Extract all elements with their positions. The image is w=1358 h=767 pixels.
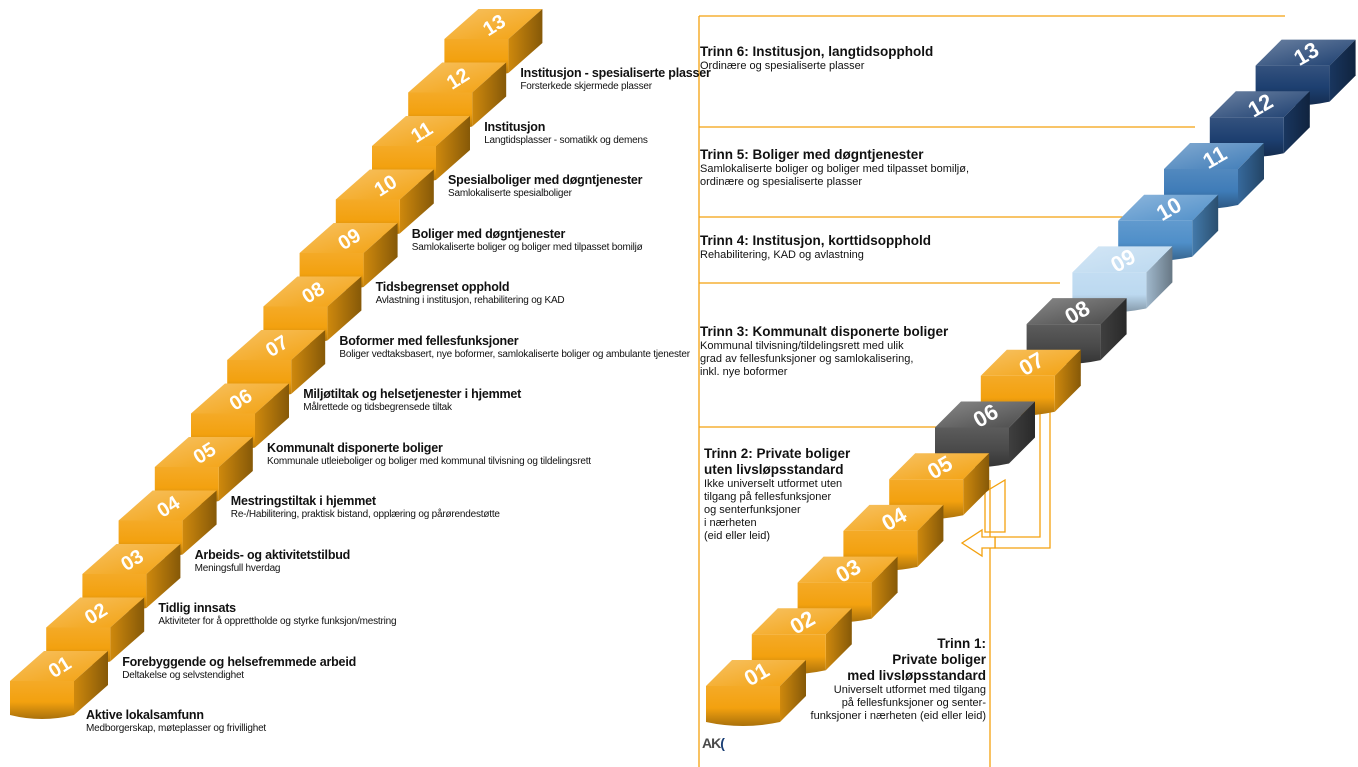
step-subtitle: Medborgerskap, møteplasser og frivilligh…: [86, 723, 267, 734]
trinn2-title-1: Trinn 2: Private boliger: [704, 446, 851, 461]
trinn3-box: Trinn 3: Kommunalt disponerte boliger Ko…: [700, 324, 1020, 379]
trinn5-desc-2: ordinære og spesialiserte plasser: [700, 176, 863, 188]
trinn1-desc-1: Universelt utformet med tilgang: [833, 684, 986, 696]
right-step-07: 07: [980, 347, 1081, 416]
trinn2-desc-3: og senterfunksjoner: [704, 504, 801, 516]
left-step-06: 06: [191, 383, 289, 452]
logo: AK(: [702, 735, 725, 751]
trinn3-desc-2: grad av fellesfunksjoner og samlokaliser…: [700, 353, 914, 365]
step-subtitle: Deltakelse og selvstendighet: [122, 669, 244, 681]
trinn2-desc-5: (eid eller leid): [704, 530, 771, 542]
trinn1-title-3: med livsløpsstandard: [847, 668, 986, 683]
step-title: Boliger med døgntjenester: [411, 226, 566, 241]
logo-text: AK: [702, 735, 721, 751]
logo-accent: (: [720, 735, 725, 751]
trinn-frame: [698, 15, 1285, 767]
step-title: Aktive lokalsamfunn: [86, 708, 204, 722]
step-title: Arbeids- og aktivitetstilbud: [194, 547, 351, 562]
step-title: Institusjon - spesialiserte plasser: [520, 66, 711, 80]
trinn5-box: Trinn 5: Boliger med døgntjenester Samlo…: [700, 147, 1020, 189]
trinn3-desc-1: Kommunal tilvisning/tildelingsrett med u…: [700, 340, 904, 352]
step-subtitle: Aktiviteter for å opprettholde og styrke…: [158, 616, 397, 627]
trinn2-desc-1: Ikke universelt utformet uten: [704, 478, 843, 490]
step-subtitle: Forsterkede skjermede plasser: [520, 81, 652, 92]
trinn1-box: Trinn 1: Private boliger med livsløpssta…: [811, 636, 986, 723]
step-title: Tidsbegrenset opphold: [375, 280, 510, 294]
step-title: Kommunalt disponerte boliger: [267, 440, 443, 455]
trinn2-desc-2: tilgang på fellesfunksjoner: [704, 491, 832, 503]
trinn3-title: Trinn 3: Kommunalt disponerte boliger: [700, 324, 949, 339]
step-title: Spesialboliger med døgntjenester: [448, 173, 643, 187]
trinn2-title-2: uten livsløpsstandard: [704, 462, 844, 477]
right-step-08: 08: [1026, 295, 1127, 365]
step-subtitle: Langtidsplasser - somatikk og demens: [484, 134, 648, 146]
step-subtitle: Avlastning i institusjon, rehabilitering…: [375, 295, 565, 306]
trinn5-desc-1: Samlokaliserte boliger og boliger med ti…: [700, 163, 970, 175]
trinn4-title: Trinn 4: Institusjon, korttidsopphold: [700, 233, 931, 248]
step-title: Boformer med fellesfunksjoner: [339, 333, 519, 348]
step-subtitle: Målrettede og tidsbegrensede tiltak: [303, 402, 452, 413]
trinn4-desc: Rehabilitering, KAD og avlastning: [700, 249, 864, 261]
trinn6-box: Trinn 6: Institusjon, langtidsopphold Or…: [700, 44, 1020, 73]
right-step-01: 01: [706, 657, 806, 726]
trinn5-title: Trinn 5: Boliger med døgntjenester: [700, 147, 924, 162]
step-title: Mestringstiltak i hjemmet: [230, 494, 376, 508]
trinn4-box: Trinn 4: Institusjon, korttidsopphold Re…: [700, 233, 1020, 262]
step-subtitle: Boliger vedtaksbasert, nye boformer, sam…: [339, 348, 690, 360]
step-subtitle: Meningsfull hverdag: [194, 562, 281, 574]
left-step-01: 01: [10, 651, 108, 719]
step-subtitle: Samlokaliserte spesialboliger: [448, 188, 572, 199]
right-step-03: 03: [797, 554, 898, 623]
trinn1-title-2: Private boliger: [892, 652, 986, 667]
step-subtitle: Kommunale utleieboliger og boliger med k…: [267, 455, 591, 467]
step-subtitle: Samlokaliserte boliger og boliger med ti…: [411, 241, 643, 253]
trinn1-desc-2: på fellesfunksjoner og senter-: [841, 697, 986, 709]
step-title: Miljøtiltak og helsetjenester i hjemmet: [303, 387, 522, 401]
trinn3-desc-3: inkl. nye boformer: [700, 366, 788, 378]
right-step-04: 04: [843, 502, 944, 571]
trinn6-title: Trinn 6: Institusjon, langtidsopphold: [700, 44, 934, 59]
trinn1-title-1: Trinn 1:: [937, 636, 986, 651]
step-title: Tidlig innsats: [158, 601, 236, 615]
step-title: Institusjon: [484, 119, 546, 134]
step-title: Forebyggende og helsefremmede arbeid: [122, 654, 357, 669]
trinn2-box: Trinn 2: Private boliger uten livsløpsst…: [704, 446, 850, 543]
trinn2-desc-4: i nærheten: [704, 517, 757, 529]
trinn1-desc-3: funksjoner i nærheten (eid eller leid): [810, 710, 986, 722]
step-subtitle: Re-/Habilitering, praktisk bistand, oppl…: [230, 509, 500, 520]
trinn6-desc: Ordinære og spesialiserte plasser: [700, 60, 865, 72]
